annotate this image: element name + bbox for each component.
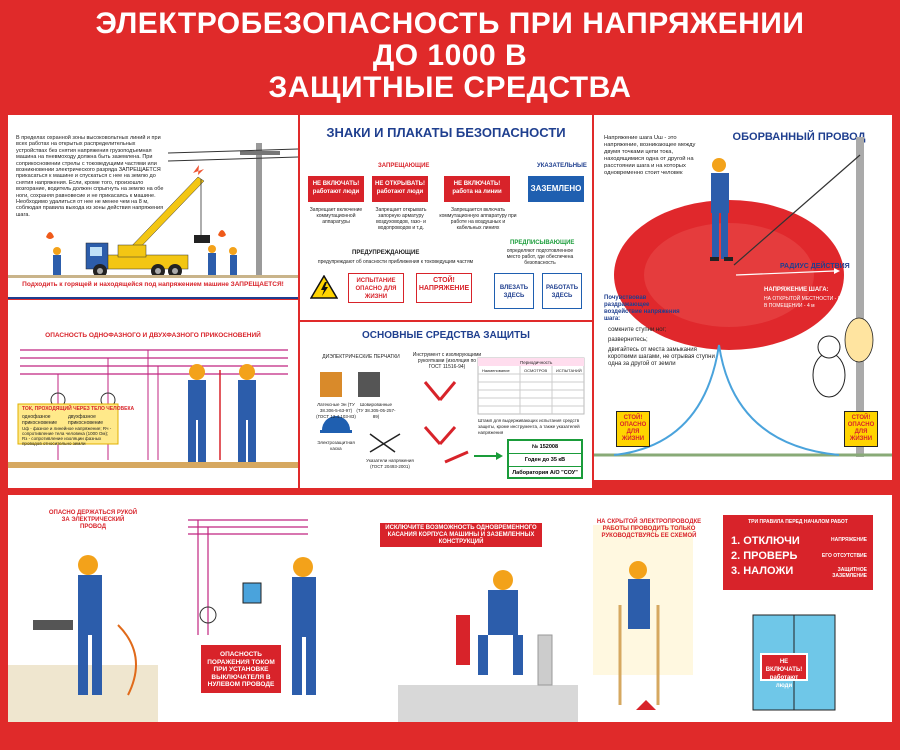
crane-caption: Подходить к горящей и находящейся под на… [22, 281, 284, 288]
sign-stop-voltage: СТОЙ! НАПРЯЖЕНИЕ [416, 273, 472, 303]
prescribing-label: ПРЕДПИСЫВАЮЩИЕ [510, 240, 575, 246]
advice-2: развернитесь; [608, 337, 648, 343]
sign-work-here: РАБОТАТЬ ЗДЕСЬ [542, 273, 582, 309]
contact-legend: Uф - фазное и линейное напряжение; Rч - … [22, 426, 112, 446]
warning-label: ПРЕДУПРЕЖДАЮЩИЕ [352, 250, 420, 256]
three-rules-box: ТРИ ПРАВИЛА ПЕРЕД НАЧАЛОМ РАБОТ 1. ОТКЛЮ… [723, 515, 873, 590]
helmet-label: Электрозащитная каска [317, 440, 355, 451]
latex-gloves: Латексные Эн (ТУ 38.306-5-63-97) (ГОСТ 1… [316, 402, 356, 419]
wire-title: ОБОРВАННЫЙ ПРОВОД [732, 131, 866, 143]
table-inspect-col: ОСМОТРОВ [524, 368, 548, 373]
sign-no-switch-line: НЕ ВКЛЮЧАТЬ! работа на линии [444, 176, 510, 202]
table-name-col: Наименование [482, 368, 510, 373]
crane-text: В пределах охранной зоны высоковольтных … [16, 135, 164, 218]
bottom-illustration [8, 519, 836, 722]
stamp-number: № 152008 [509, 441, 581, 454]
indoor-label: В ПОМЕЩЕНИИ - 4 м [764, 303, 815, 309]
contact-diagram [8, 349, 298, 468]
caption-prescribing: определяют подготовленное место работ, г… [506, 248, 574, 266]
indicating-label: УКАЗАТЕЛЬНЫЕ [537, 163, 587, 169]
title-line-3: ЗАЩИТНЫЕ СРЕДСТВА [268, 71, 632, 104]
table-head: Периодичность [520, 360, 553, 365]
lightning-warning-icon [310, 275, 338, 299]
protect-panel: ОСНОВНЫЕ СРЕДСТВА ЗАЩИТЫ ДИЭЛЕКТРИЧЕСКИЕ… [300, 322, 592, 488]
current-title: ТОК, ПРОХОДЯЩИЙ ЧЕРЕЗ ТЕЛО ЧЕЛОВЕКА [22, 406, 135, 412]
signs-panel: ЗНАКИ И ПЛАКАТЫ БЕЗОПАСНОСТИ ЗАПРЕЩАЮЩИЕ… [300, 115, 592, 320]
wire-panel: ОБОРВАННЫЙ ПРОВОД Напряжение шага Uш - э… [594, 115, 892, 480]
bottom-panel: ОПАСНО ДЕРЖАТЬСЯ РУКОЙ ЗА ЭЛЕКТРИЧЕСКИЙ … [8, 495, 892, 722]
title-line-1: ЭЛЕКТРОБЕЗОПАСНОСТЬ ПРИ НАПРЯЖЕНИИ [95, 7, 805, 40]
step-voltage-text: Напряжение шага Uш - это напряжение, воз… [604, 135, 696, 176]
neutral-switch-warning: ОПАСНОСТЬ ПОРАЖЕНИЯ ТОКОМ ПРИ УСТАНОВКЕ … [201, 645, 281, 693]
stamp-text: Штамп для выдерживающих испытания средст… [478, 418, 580, 435]
caption-no-open: Запрещает открывать запорную арматуру во… [375, 207, 427, 231]
caption-warning: предупреждают об опасности приближения к… [317, 259, 474, 265]
indicator-label: Указатели напряжения (ГОСТ 20493-2001) [366, 458, 414, 469]
open-area-label: НА ОТКРЫТОЙ МЕСТНОСТИ - 8 м [764, 296, 846, 302]
sign-grounded: ЗАЗЕМЛЕНО [528, 176, 584, 202]
double-contact: двухфазное прикосновение [68, 414, 104, 426]
rules-title: ТРИ ПРАВИЛА ПЕРЕД НАЧАЛОМ РАБОТ [748, 519, 848, 525]
advice-1: сомкните ступни ног; [608, 327, 667, 333]
rule-1: 1. ОТКЛЮЧИ [731, 535, 800, 547]
stop-sign-left: СТОЙ! ОПАСНО ДЛЯ ЖИЗНИ [616, 411, 650, 447]
single-contact: однофазное прикосновение [22, 414, 58, 426]
caption-no-switch: Запрещает включение коммутационной аппар… [309, 207, 363, 225]
tools-label: Инструмент с изолирующими рукоятками (из… [412, 352, 482, 370]
sign-climb-here: ВЛЕЗАТЬ ЗДЕСЬ [494, 273, 534, 309]
protect-illustration [320, 357, 585, 464]
seamed-gloves: Шовированные (ТУ 38.305-05-257-89) [356, 402, 396, 419]
body-touch-warning: ИСКЛЮЧИТЕ ВОЗМОЖНОСТЬ ОДНОВРЕМЕННОГО КАС… [380, 523, 542, 547]
no-switch-sign-bottom: НЕ ВКЛЮЧАТЬ! работают люди [760, 653, 808, 689]
feel-text: Почувствовав раздражающее воздействие на… [604, 295, 680, 322]
stamp-valid: Годен до 35 кВ [509, 454, 581, 467]
poster-title: ЭЛЕКТРОБЕЗОПАСНОСТЬ ПРИ НАПРЯЖЕНИИ ДО 10… [0, 8, 900, 104]
crane-illustration [8, 143, 298, 278]
rule-3-detail: ЗАЩИТНОЕ ЗАЗЕМЛЕНИЕ [832, 567, 867, 579]
test-stamp: № 152008 Годен до 35 кВ Лаборатория А/О … [507, 439, 583, 479]
crane-panel: В пределах охранной зоны высоковольтных … [8, 115, 298, 297]
rule-2-detail: ЕГО ОТСУТСТВИЕ [821, 553, 867, 559]
sign-test-danger: ИСПЫТАНИЕ ОПАСНО ДЛЯ ЖИЗНИ [348, 273, 404, 303]
caption-no-switch-line: Запрещается включать коммутационную аппа… [439, 207, 517, 231]
step-voltage-label: НАПРЯЖЕНИЕ ШАГА: [764, 287, 829, 293]
gloves-label: ДИЭЛЕКТРИЧЕСКИЕ ПЕРЧАТКИ [322, 354, 400, 360]
table-test-col: ИСПЫТАНИЙ [556, 368, 582, 373]
hold-wire-warning: ОПАСНО ДЕРЖАТЬСЯ РУКОЙ ЗА ЭЛЕКТРИЧЕСКИЙ … [48, 510, 138, 530]
hidden-wiring-warning: НА СКРЫТОЙ ЭЛЕКТРОПРОВОДКЕ РАБОТЫ ПРОВОД… [596, 519, 702, 539]
contact-title: ОПАСНОСТЬ ОДНОФАЗНОГО И ДВУХФАЗНОГО ПРИК… [45, 332, 261, 339]
title-line-2: ДО 1000 В [372, 39, 528, 72]
sign-no-switch: НЕ ВКЛЮЧАТЬ! работают люди [308, 176, 364, 202]
stop-sign-right: СТОЙ! ОПАСНО ДЛЯ ЖИЗНИ [844, 411, 878, 447]
divider [8, 297, 298, 299]
step-voltage-illustration [594, 137, 892, 457]
rule-2: 2. ПРОВЕРЬ [731, 550, 798, 562]
rule-1-detail: НАПРЯЖЕНИЕ [831, 537, 867, 543]
advice-3: двигайтесь от места замыкания короткими … [608, 347, 715, 367]
sign-no-open: НЕ ОТКРЫВАТЬ! работают люди [372, 176, 428, 202]
rule-3: 3. НАЛОЖИ [731, 565, 794, 577]
stamp-lab: Лаборатория А/О "СОУ" [512, 470, 578, 476]
protect-title: ОСНОВНЫЕ СРЕДСТВА ЗАЩИТЫ [362, 330, 530, 341]
signs-title: ЗНАКИ И ПЛАКАТЫ БЕЗОПАСНОСТИ [326, 125, 566, 140]
prohibiting-label: ЗАПРЕЩАЮЩИЕ [378, 163, 430, 169]
radius-label: РАДИУС ДЕЙСТВИЯ [780, 263, 850, 270]
contact-panel: ОПАСНОСТЬ ОДНОФАЗНОГО И ДВУХФАЗНОГО ПРИК… [8, 300, 298, 488]
